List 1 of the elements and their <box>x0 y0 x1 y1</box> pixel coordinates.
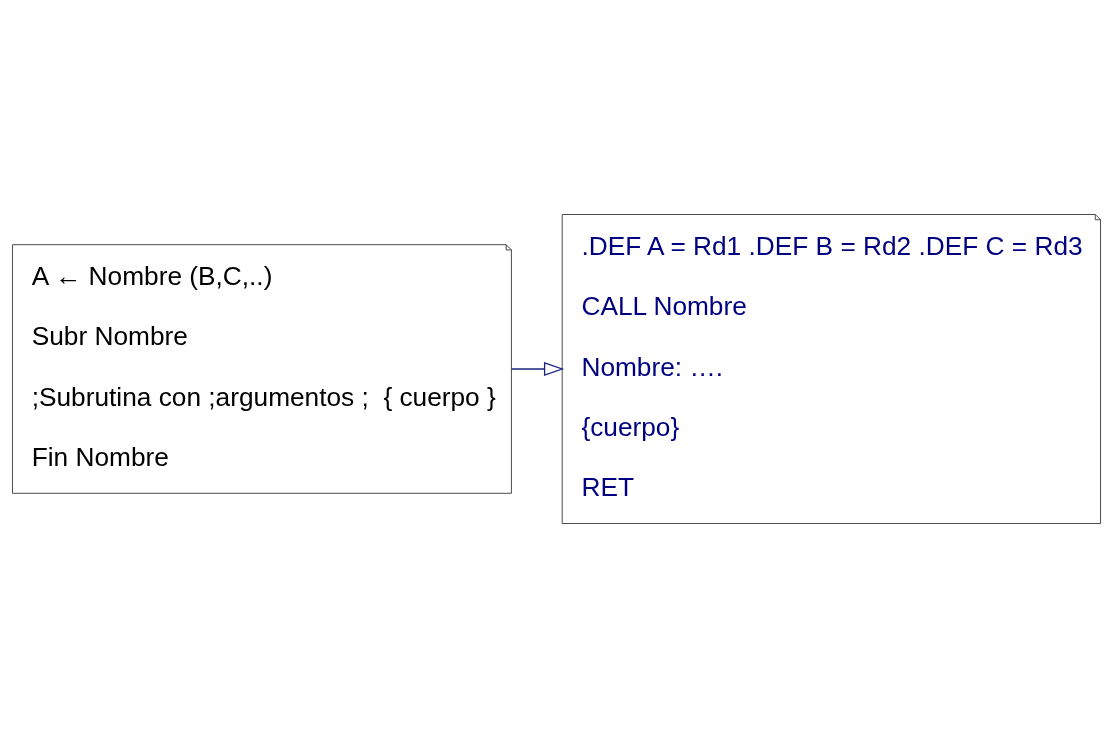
arrow <box>511 361 565 376</box>
